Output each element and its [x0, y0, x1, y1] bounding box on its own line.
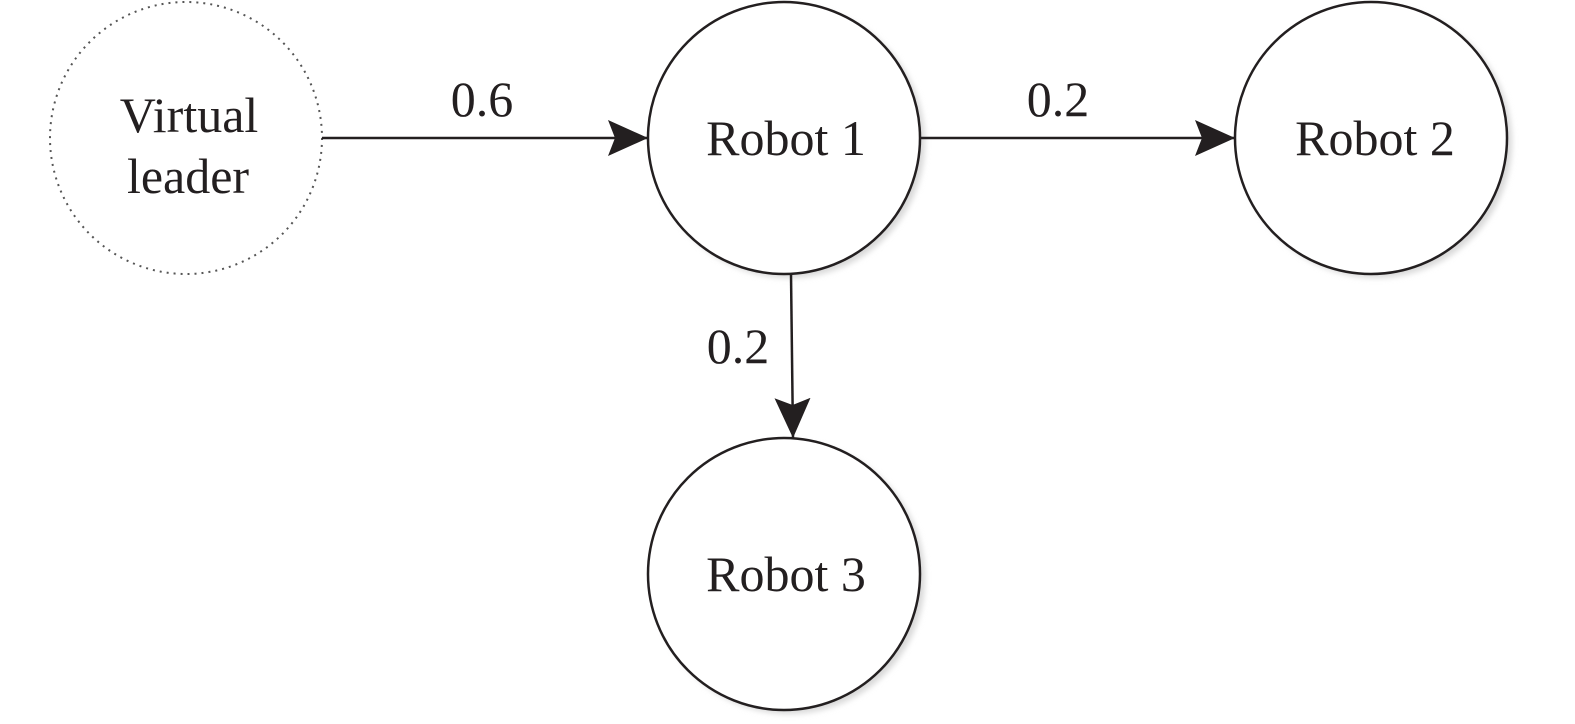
robot-2-node: Robot 2 [1233, 0, 1512, 278]
edge-robot-1-to-robot-2: 0.2 [920, 71, 1235, 156]
edge-line-robot-1-to-robot-3 [774, 273, 811, 439]
edge-weight-robot-1-to-robot-2: 0.2 [1027, 71, 1090, 127]
robot-3-circle [646, 436, 922, 712]
virtual-leader-label-line-1: Virtual [120, 87, 259, 143]
edge-virtual-leader-to-robot-1: 0.6 [322, 71, 648, 156]
robot-1-label: Robot 1 [706, 110, 866, 166]
robot-3-label: Robot 3 [706, 546, 866, 602]
edge-weight-robot-1-to-robot-3: 0.2 [707, 318, 770, 374]
virtual-leader-label-line-2: leader [127, 148, 249, 204]
robot-3-node: Robot 3 [646, 436, 925, 714]
virtual-leader-node: Virtual leader [49, 1, 323, 275]
robot-2-label: Robot 2 [1295, 110, 1455, 166]
robot-1-node: Robot 1 [646, 0, 925, 278]
edge-robot-1-to-robot-3: 0.2 [707, 273, 811, 439]
edge-weight-virtual-leader-to-robot-1: 0.6 [451, 71, 514, 127]
